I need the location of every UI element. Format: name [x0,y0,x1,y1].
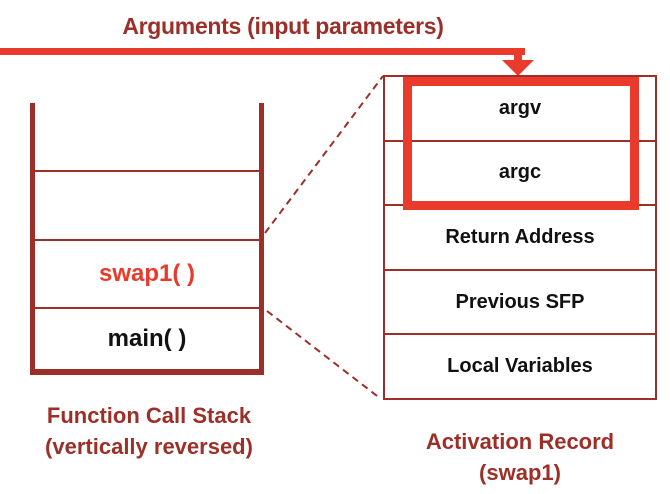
arrow-down-icon [502,60,534,76]
function-call-stack: swap1( ) main( ) [30,103,264,375]
record-row-local-variables: Local Variables [385,333,655,398]
zoom-connector-top [264,75,384,234]
stack-caption-line1: Function Call Stack [46,403,252,428]
record-row-return-address: Return Address [385,204,655,269]
stack-cell-empty-second [35,170,259,239]
stack-cell-empty-top [35,103,259,170]
record-row-previous-sfp: Previous SFP [385,268,655,334]
record-caption: Activation Record (swap1) [383,426,657,488]
diagram-title: Arguments (input parameters) [122,13,444,39]
arguments-arrow-elbow [514,48,522,63]
arguments-arrow-line [0,48,525,55]
record-caption-line2: (swap1) [479,460,561,485]
zoom-connector-bottom [266,310,382,400]
stack-cell-swap1: swap1( ) [35,239,259,307]
arguments-highlight-box [403,77,639,210]
stack-caption: Function Call Stack (vertically reversed… [18,400,280,462]
stack-cell-main: main( ) [35,307,259,369]
activation-record-table: argv argc Return Address Previous SFP Lo… [383,75,657,400]
record-row-argv: argv [498,96,542,119]
record-caption-line1: Activation Record [425,429,615,454]
record-row-argc: argc [385,139,655,205]
stack-caption-line2: (vertically reversed) [45,434,253,459]
